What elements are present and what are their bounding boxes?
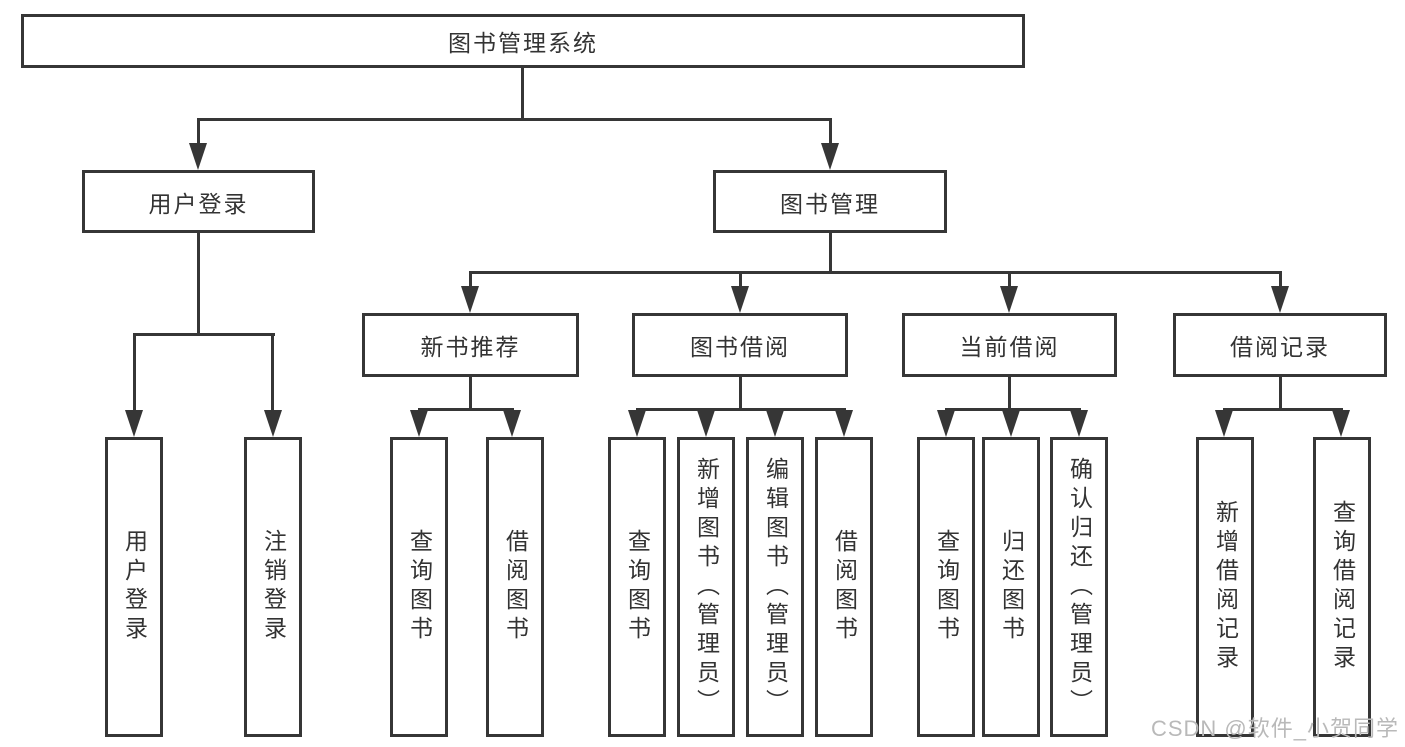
node-label: 新增借阅记录: [1212, 500, 1239, 674]
node-label: 用户登录: [121, 529, 148, 645]
node-book-borrow: 图书借阅: [632, 313, 848, 377]
connector-root-stem: [521, 68, 524, 118]
connector-new-book-rec-stem: [469, 377, 472, 408]
connector-drop-new-book-rec: [469, 271, 472, 289]
node-borrow-records: 借阅记录: [1173, 313, 1387, 377]
node-label: 确认归还（管理员）: [1066, 456, 1093, 718]
leaf-user-login: 用户登录: [105, 437, 163, 737]
arrow-down-icon: [1070, 410, 1088, 437]
leaf-br-query-record: 查询借阅记录: [1313, 437, 1371, 737]
node-label: 查询图书: [933, 529, 960, 645]
leaf-bb-query-book: 查询图书: [608, 437, 666, 737]
connector-book-mgmt-stem: [829, 233, 832, 271]
arrow-down-icon: [766, 410, 784, 437]
connector-user-login-branch: [133, 333, 275, 336]
arrow-down-icon: [937, 410, 955, 437]
arrow-down-icon: [189, 143, 207, 170]
leaf-cb-query-book: 查询图书: [917, 437, 975, 737]
node-label: 图书管理: [780, 190, 880, 217]
node-label: 查询图书: [624, 529, 651, 645]
leaf-bb-edit-book: 编辑图书（管理员）: [746, 437, 804, 737]
leaf-bb-borrow-book: 借阅图书: [815, 437, 873, 737]
node-label: 新增图书（管理员）: [693, 456, 720, 718]
arrow-down-icon: [410, 410, 428, 437]
connector-drop-user-login: [197, 118, 200, 146]
node-root-library-system: 图书管理系统: [21, 14, 1025, 68]
node-user-login-branch: 用户登录: [82, 170, 315, 233]
node-label: 借阅图书: [502, 529, 529, 645]
arrow-down-icon: [821, 143, 839, 170]
arrow-down-icon: [731, 286, 749, 313]
connector-level1-branch: [197, 118, 832, 121]
arrow-down-icon: [1000, 286, 1018, 313]
csdn-watermark: CSDN @软件_小贺同学: [1150, 716, 1399, 741]
connector-drop-leaf-logout: [271, 333, 274, 411]
node-label: 图书借阅: [690, 334, 790, 360]
leaf-cb-return-book: 归还图书: [982, 437, 1040, 737]
node-label: 编辑图书（管理员）: [762, 456, 789, 718]
node-label: 归还图书: [998, 529, 1025, 645]
leaf-cb-confirm-return: 确认归还（管理员）: [1050, 437, 1108, 737]
node-label: 图书管理系统: [448, 30, 598, 56]
connector-drop-book-mgmt: [829, 118, 832, 146]
node-label: 当前借阅: [959, 334, 1060, 360]
connector-book-borrow-stem: [739, 377, 742, 408]
node-label: 借阅图书: [831, 529, 858, 645]
leaf-br-add-record: 新增借阅记录: [1196, 437, 1254, 737]
connector-level2-branch: [469, 271, 1282, 274]
arrow-down-icon: [503, 410, 521, 437]
node-label: 查询借阅记录: [1329, 500, 1356, 674]
node-label: 用户登录: [148, 190, 249, 217]
arrow-down-icon: [835, 410, 853, 437]
leaf-nbr-query-book: 查询图书: [390, 437, 448, 737]
arrow-down-icon: [461, 286, 479, 313]
node-label: 注销登录: [260, 529, 287, 645]
arrow-down-icon: [1002, 410, 1020, 437]
connector-drop-leaf-user-login: [133, 333, 136, 411]
leaf-logout: 注销登录: [244, 437, 302, 737]
arrow-down-icon: [1215, 410, 1233, 437]
arrow-down-icon: [264, 410, 282, 437]
node-label: 借阅记录: [1230, 334, 1330, 360]
connector-borrow-records-branch: [1223, 408, 1343, 411]
connector-current-borrow-stem: [1008, 377, 1011, 408]
arrow-down-icon: [125, 410, 143, 437]
node-book-mgmt-branch: 图书管理: [713, 170, 947, 233]
connector-user-login-stem: [197, 233, 200, 333]
arrow-down-icon: [1332, 410, 1350, 437]
connector-book-borrow-branch: [636, 408, 846, 411]
connector-drop-current-borrow: [1008, 271, 1011, 289]
node-current-borrow: 当前借阅: [902, 313, 1117, 377]
arrow-down-icon: [1271, 286, 1289, 313]
leaf-bb-add-book: 新增图书（管理员）: [677, 437, 735, 737]
arrow-down-icon: [697, 410, 715, 437]
node-new-book-rec: 新书推荐: [362, 313, 579, 377]
connector-drop-book-borrow: [739, 271, 742, 289]
connector-new-book-rec-branch: [418, 408, 514, 411]
connector-current-borrow-branch: [945, 408, 1081, 411]
node-label: 查询图书: [406, 529, 433, 645]
connector-borrow-records-stem: [1279, 377, 1282, 408]
connector-drop-borrow-records: [1279, 271, 1282, 289]
leaf-nbr-borrow-book: 借阅图书: [486, 437, 544, 737]
arrow-down-icon: [628, 410, 646, 437]
node-label: 新书推荐: [420, 334, 521, 360]
